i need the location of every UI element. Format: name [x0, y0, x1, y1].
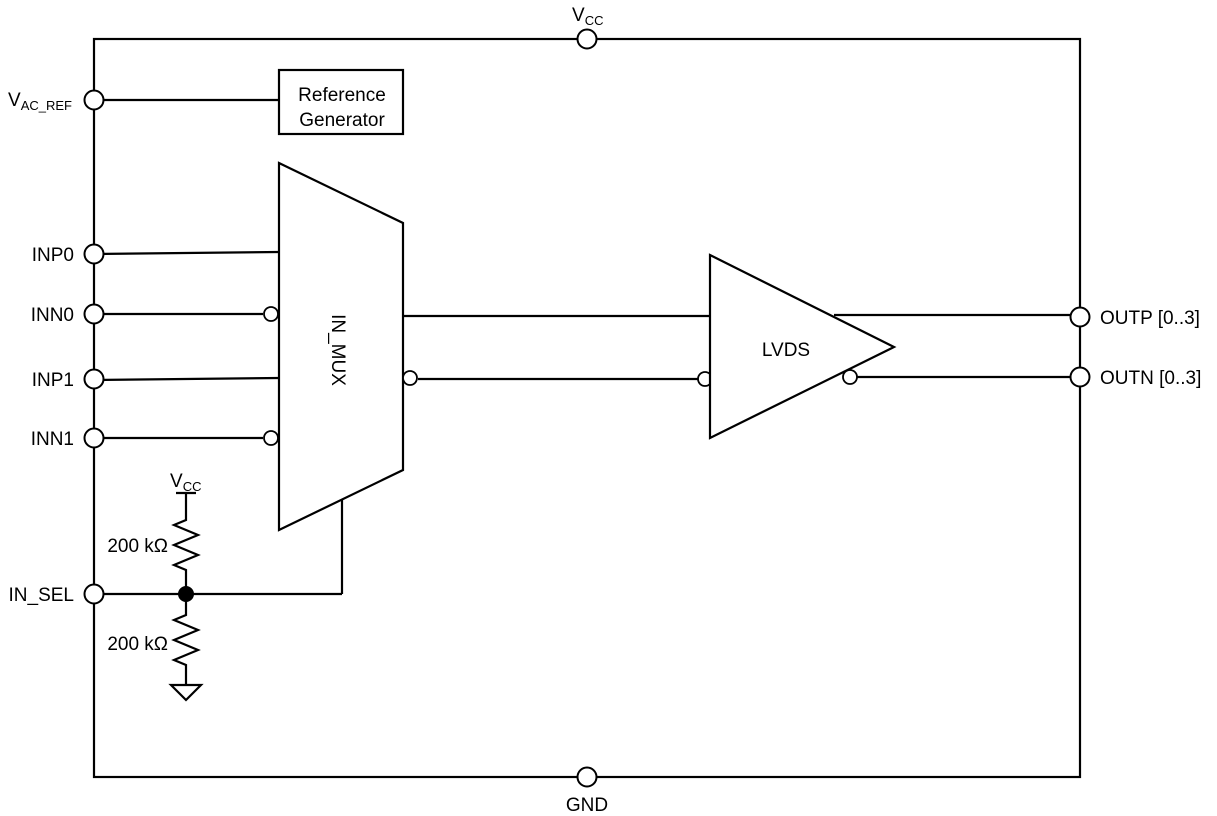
device-outline — [92, 37, 1082, 779]
pulldown-resistor-label: 200 kΩ — [107, 634, 168, 655]
reference-generator-line2: Generator — [299, 110, 385, 131]
inn1-label: INN1 — [31, 429, 74, 450]
inn0-pin — [83, 303, 105, 325]
in-sel-label: IN_SEL — [9, 585, 74, 606]
pulldown-resistor — [171, 594, 201, 685]
inn1-pin — [83, 427, 105, 449]
pullup-resistor — [171, 493, 201, 594]
gnd-pin — [576, 766, 598, 788]
pullup-vcc-label: VCC — [170, 471, 201, 494]
ground-symbol-icon — [168, 683, 204, 702]
mux-label: IN_MUX — [327, 314, 348, 386]
outn-label: OUTN [0..3] — [1100, 368, 1201, 389]
mux-out-n-bubble — [402, 370, 418, 386]
outp-label: OUTP [0..3] — [1100, 308, 1200, 329]
mux-block — [277, 161, 405, 532]
inp1-wire — [93, 376, 280, 382]
reference-generator-line1: Reference — [298, 85, 386, 106]
outp-pin — [1069, 306, 1091, 328]
in-sel-pin — [83, 583, 105, 605]
inp1-label: INP1 — [32, 370, 74, 391]
inn0-invert-bubble — [263, 306, 279, 322]
gnd-label: GND — [566, 795, 608, 816]
vcc-pin — [576, 28, 598, 50]
lvds-out-n-bubble — [842, 369, 858, 385]
inn0-label: INN0 — [31, 305, 74, 326]
vac-ref-pin — [83, 89, 105, 111]
inp0-wire — [93, 250, 280, 256]
vac-ref-label: VAC_REF — [8, 90, 72, 113]
inp0-pin — [83, 243, 105, 265]
inn1-invert-bubble — [263, 430, 279, 446]
outn-pin — [1069, 366, 1091, 388]
lvds-label: LVDS — [762, 340, 810, 361]
inp0-label: INP0 — [32, 245, 74, 266]
vcc-label: VCC — [572, 5, 603, 28]
pullup-resistor-label: 200 kΩ — [107, 536, 168, 557]
inp1-pin — [83, 368, 105, 390]
lvds-driver-block — [708, 253, 897, 440]
reference-generator-block — [277, 68, 405, 136]
